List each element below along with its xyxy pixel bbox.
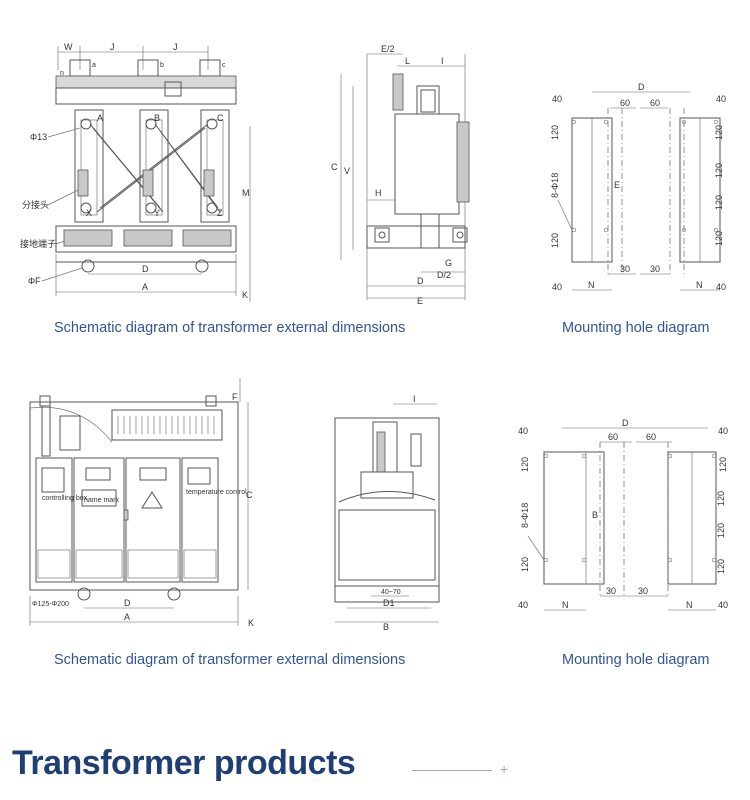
- dim-f: F: [232, 392, 238, 402]
- dim-120-c: 120: [718, 457, 728, 472]
- dim-d: D: [417, 276, 424, 286]
- terminal-a: A: [97, 113, 103, 123]
- dim-120-a: 120: [520, 457, 530, 472]
- label-temperature-control: temperature control: [186, 489, 247, 496]
- dim-d: D: [142, 264, 149, 274]
- dim-j2: J: [173, 42, 178, 52]
- dim-d1: D1: [383, 598, 395, 608]
- terminal-c: C: [217, 113, 224, 123]
- dim-120-d: 120: [716, 491, 726, 506]
- dim-a-width: A: [142, 282, 148, 292]
- dim-120-b: 120: [520, 557, 530, 572]
- dim-c: c: [222, 62, 226, 69]
- terminal-y: Y: [154, 208, 160, 218]
- label-controlling-box: controlling box: [42, 495, 88, 502]
- dim-wheel-diameter: Φ125-Φ200: [32, 601, 69, 608]
- dim-b: b: [160, 62, 164, 69]
- dim-60-right: 60: [646, 432, 656, 442]
- dim-8-phi18: 8-Φ18: [520, 503, 530, 528]
- dim-120-a: 120: [550, 125, 560, 140]
- dim-a: a: [92, 62, 96, 69]
- dim-k: K: [248, 618, 254, 628]
- dim-120-f: 120: [714, 231, 724, 246]
- caption-mounting-holes-bottom: Mounting hole diagram: [562, 652, 710, 668]
- dim-n-right: N: [696, 280, 703, 290]
- dim-n-right: N: [686, 600, 693, 610]
- dim-d: D: [638, 82, 645, 92]
- dim-l: L: [405, 56, 410, 66]
- dim-c: C: [331, 162, 338, 172]
- dim-a: A: [124, 612, 130, 622]
- section-title: Transformer products: [12, 744, 356, 782]
- dim-phi13: Φ13: [30, 132, 47, 142]
- mounting-hole-diagram-bottom: D 60 60 40 40 120 120 8-Φ18 120 120 120 …: [512, 412, 737, 617]
- label-tap-changer: 分接头: [22, 199, 49, 210]
- dim-g: G: [445, 258, 452, 268]
- dim-e: E: [417, 296, 423, 305]
- dim-30-left: 30: [620, 264, 630, 274]
- dim-40-bottom-left: 40: [552, 282, 562, 292]
- dim-h: H: [375, 188, 382, 198]
- dim-40-bottom-left: 40: [518, 600, 528, 610]
- dim-30-right: 30: [650, 264, 660, 274]
- dim-c: C: [246, 490, 253, 500]
- dim-w: W: [64, 42, 73, 52]
- dim-b: B: [592, 510, 598, 520]
- dim-40-top-left: 40: [552, 94, 562, 104]
- dim-60-left: 60: [608, 432, 618, 442]
- side-view-diagram-bottom: I 40~70 D1 B: [325, 392, 450, 632]
- dim-d: D: [622, 418, 629, 428]
- caption-external-dimensions-top: Schematic diagram of transformer externa…: [54, 320, 406, 336]
- dim-m: M: [242, 188, 250, 198]
- caption-mounting-holes-top: Mounting hole diagram: [562, 320, 710, 336]
- dim-n: n: [60, 70, 64, 77]
- dim-120-c: 120: [714, 125, 724, 140]
- dim-b: B: [383, 622, 389, 632]
- front-view-diagram-top: W J J a b c n A B C X Y Z Φ13 分接头 接地端子 Φ…: [20, 40, 260, 305]
- dim-d-half: D/2: [437, 270, 451, 280]
- terminal-b: B: [154, 113, 160, 123]
- terminal-x: X: [86, 208, 92, 218]
- side-view-diagram-top: E/2 L I C V H G D/2 D E: [325, 40, 495, 305]
- dim-40-bottom-right: 40: [718, 600, 728, 610]
- dim-k: K: [242, 290, 248, 300]
- dim-i: I: [441, 56, 444, 66]
- dim-e-half: E/2: [381, 44, 395, 54]
- dim-d: D: [124, 598, 131, 608]
- dim-120-b: 120: [550, 233, 560, 248]
- dim-j1: J: [110, 42, 115, 52]
- decorative-line: [412, 770, 492, 771]
- dim-40-bottom-right: 40: [716, 282, 726, 292]
- dim-120-e: 120: [716, 523, 726, 538]
- mounting-hole-diagram-top: D 60 60 40 40 120 120 8-Φ18 120 120 120 …: [540, 78, 730, 298]
- dim-60-left: 60: [620, 98, 630, 108]
- dim-8-phi18: 8-Φ18: [550, 173, 560, 198]
- dim-40-top-right: 40: [716, 94, 726, 104]
- dim-30-left: 30: [606, 586, 616, 596]
- dim-40-70: 40~70: [381, 589, 401, 596]
- dim-120-d: 120: [714, 163, 724, 178]
- label-ground-terminal: 接地端子: [20, 238, 56, 249]
- dim-120-e: 120: [714, 195, 724, 210]
- dim-120-f: 120: [716, 559, 726, 574]
- dim-phi-f: ΦF: [28, 276, 41, 286]
- terminal-z: Z: [217, 208, 223, 218]
- dim-i: I: [413, 394, 416, 404]
- caption-external-dimensions-bottom: Schematic diagram of transformer externa…: [54, 652, 406, 668]
- dim-n-left: N: [562, 600, 569, 610]
- decorative-plus-icon: +: [500, 761, 509, 777]
- dim-60-right: 60: [650, 98, 660, 108]
- dim-e: E: [614, 180, 620, 190]
- dim-30-right: 30: [638, 586, 648, 596]
- label-name-mark: name mark: [84, 497, 120, 504]
- dim-40-top-left: 40: [518, 426, 528, 436]
- dim-40-top-right: 40: [718, 426, 728, 436]
- dim-v: V: [344, 166, 350, 176]
- front-view-diagram-bottom: F C controlling box name mark temperatur…: [20, 372, 260, 632]
- dim-n-left: N: [588, 280, 595, 290]
